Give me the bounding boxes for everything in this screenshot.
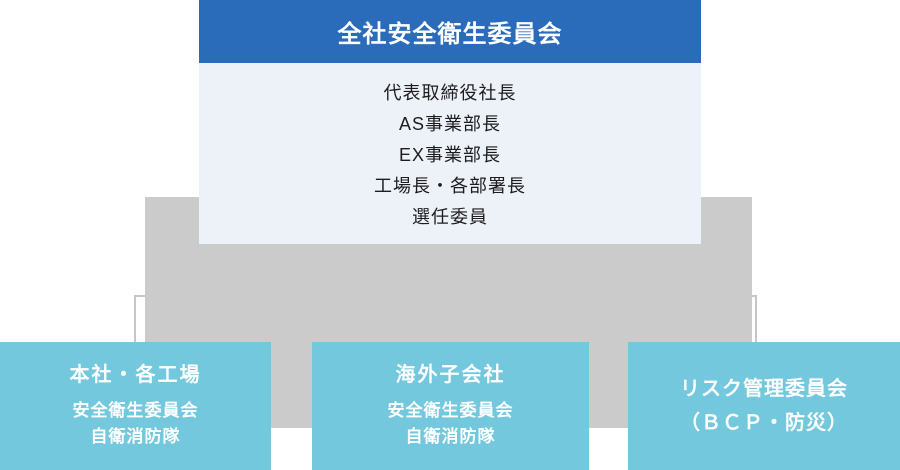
branch-sub-item: 安全衛生委員会 — [387, 401, 514, 420]
branch-sub-list: 安全衛生委員会 自衛消防隊 — [312, 398, 589, 450]
branch-sub-list: 安全衛生委員会 自衛消防隊 — [0, 398, 271, 450]
branch-title-line: リスク管理委員会 — [680, 378, 848, 400]
connector-right-drop-line — [755, 295, 757, 342]
branch-sub-item: 自衛消防隊 — [405, 427, 496, 446]
member-item: AS事業部長 — [398, 114, 501, 134]
member-item: 選任委員 — [412, 207, 488, 227]
branch-sub-item: 自衛消防隊 — [90, 427, 181, 446]
branch-box-risk-management-committee: リスク管理委員会 （ＢＣＰ・防災） — [628, 342, 900, 470]
branch-box-headquarters-factories: 本社・各工場 安全衛生委員会 自衛消防隊 — [0, 342, 271, 470]
branch-sub-item: 安全衛生委員会 — [72, 401, 199, 420]
branch-box-overseas-subsidiaries: 海外子会社 安全衛生委員会 自衛消防隊 — [312, 342, 589, 470]
branch-title: 海外子会社 — [395, 364, 506, 386]
branch-title-line: （ＢＣＰ・防災） — [680, 412, 848, 434]
member-item: 工場長・各部署長 — [374, 176, 526, 196]
top-committee-header: 全社安全衛生委員会 — [199, 0, 701, 63]
member-item: EX事業部長 — [398, 145, 501, 165]
top-committee-title: 全社安全衛生委員会 — [337, 21, 563, 48]
top-committee-box: 全社安全衛生委員会 代表取締役社長 AS事業部長 EX事業部長 工場長・各部署長… — [199, 0, 701, 244]
member-item: 代表取締役社長 — [383, 83, 517, 103]
top-committee-member-list: 代表取締役社長 AS事業部長 EX事業部長 工場長・各部署長 選任委員 — [199, 63, 701, 244]
branch-title: 本社・各工場 — [69, 364, 202, 386]
connector-left-drop-line — [134, 295, 136, 342]
